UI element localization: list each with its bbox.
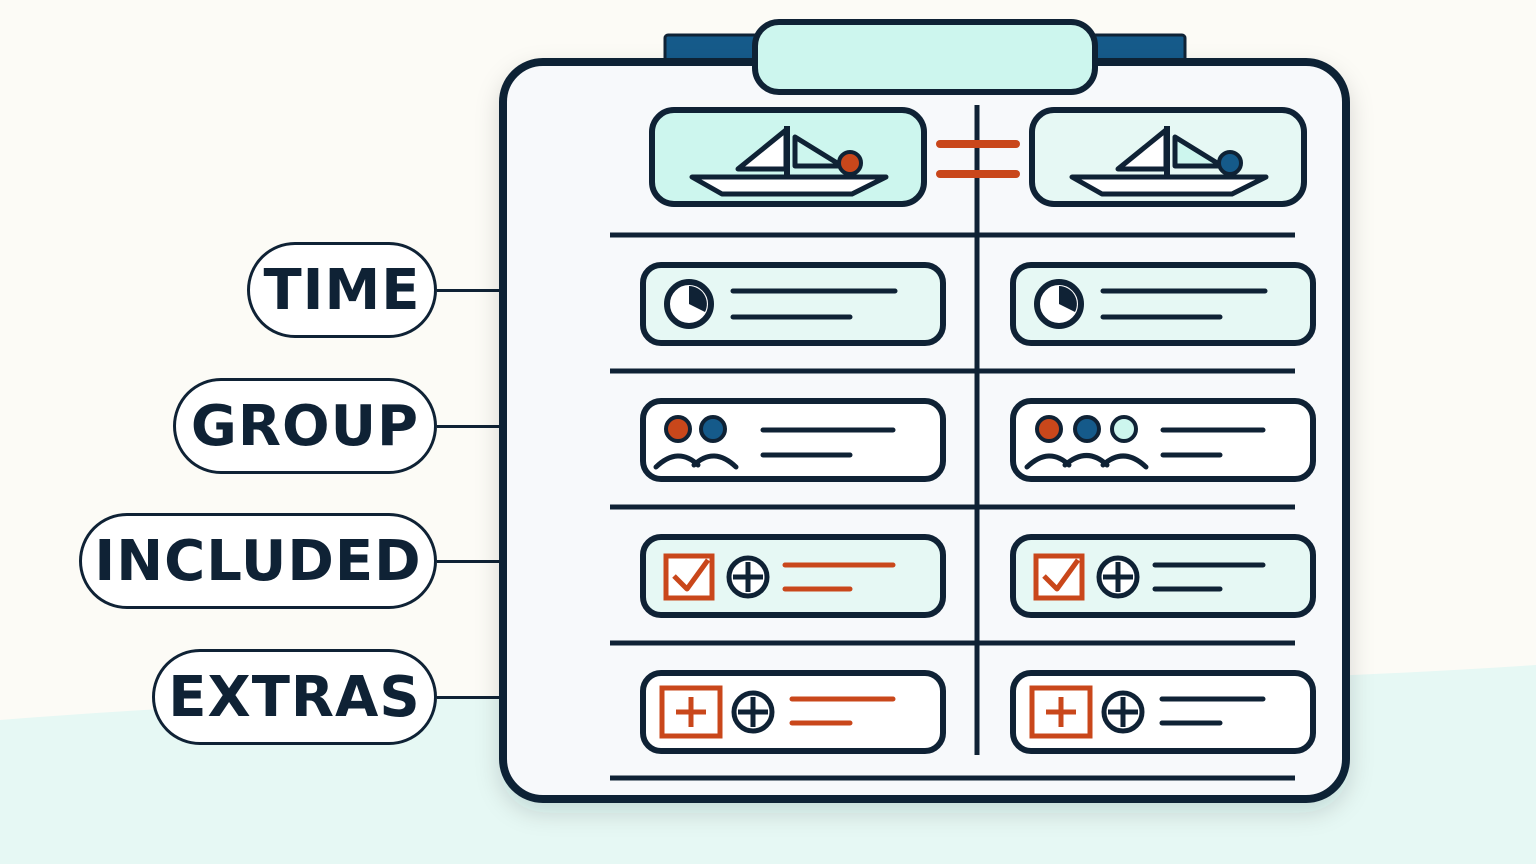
checkbox-icon	[663, 553, 715, 601]
connector-included	[437, 560, 523, 563]
connector-time	[437, 289, 523, 292]
clip-tab	[752, 19, 1098, 95]
included-card-left	[640, 534, 946, 618]
circle-plus-icon	[731, 690, 775, 734]
group-card-left	[640, 398, 946, 482]
included-card-right	[1010, 534, 1316, 618]
time-card-right	[1010, 262, 1316, 346]
sailboat-icon	[689, 126, 889, 197]
extras-card-right	[1010, 670, 1316, 754]
equals-icon	[936, 140, 1020, 178]
label-included-text: INCLUDED	[94, 528, 422, 594]
people-icon	[653, 415, 739, 470]
plus-box-icon	[1029, 685, 1093, 739]
circle-plus-icon	[1101, 690, 1145, 734]
label-group: GROUP	[173, 378, 437, 474]
extras-card-left	[640, 670, 946, 754]
people-icon	[1024, 415, 1149, 470]
clock-icon	[1034, 279, 1084, 329]
boat-card-left	[649, 107, 927, 207]
label-extras: EXTRAS	[152, 649, 437, 745]
label-included: INCLUDED	[79, 513, 437, 609]
label-extras-text: EXTRAS	[168, 664, 421, 730]
group-card-right	[1010, 398, 1316, 482]
time-card-left	[640, 262, 946, 346]
label-time-text: TIME	[263, 257, 421, 323]
checkbox-icon	[1033, 553, 1085, 601]
circle-plus-icon	[1096, 555, 1140, 599]
boat-card-right	[1029, 107, 1307, 207]
clock-icon	[664, 279, 714, 329]
connector-extras	[437, 696, 523, 699]
connector-group	[437, 425, 523, 428]
label-time: TIME	[247, 242, 437, 338]
label-group-text: GROUP	[190, 393, 420, 459]
plus-box-icon	[659, 685, 723, 739]
sailboat-icon	[1069, 126, 1269, 197]
circle-plus-icon	[726, 555, 770, 599]
